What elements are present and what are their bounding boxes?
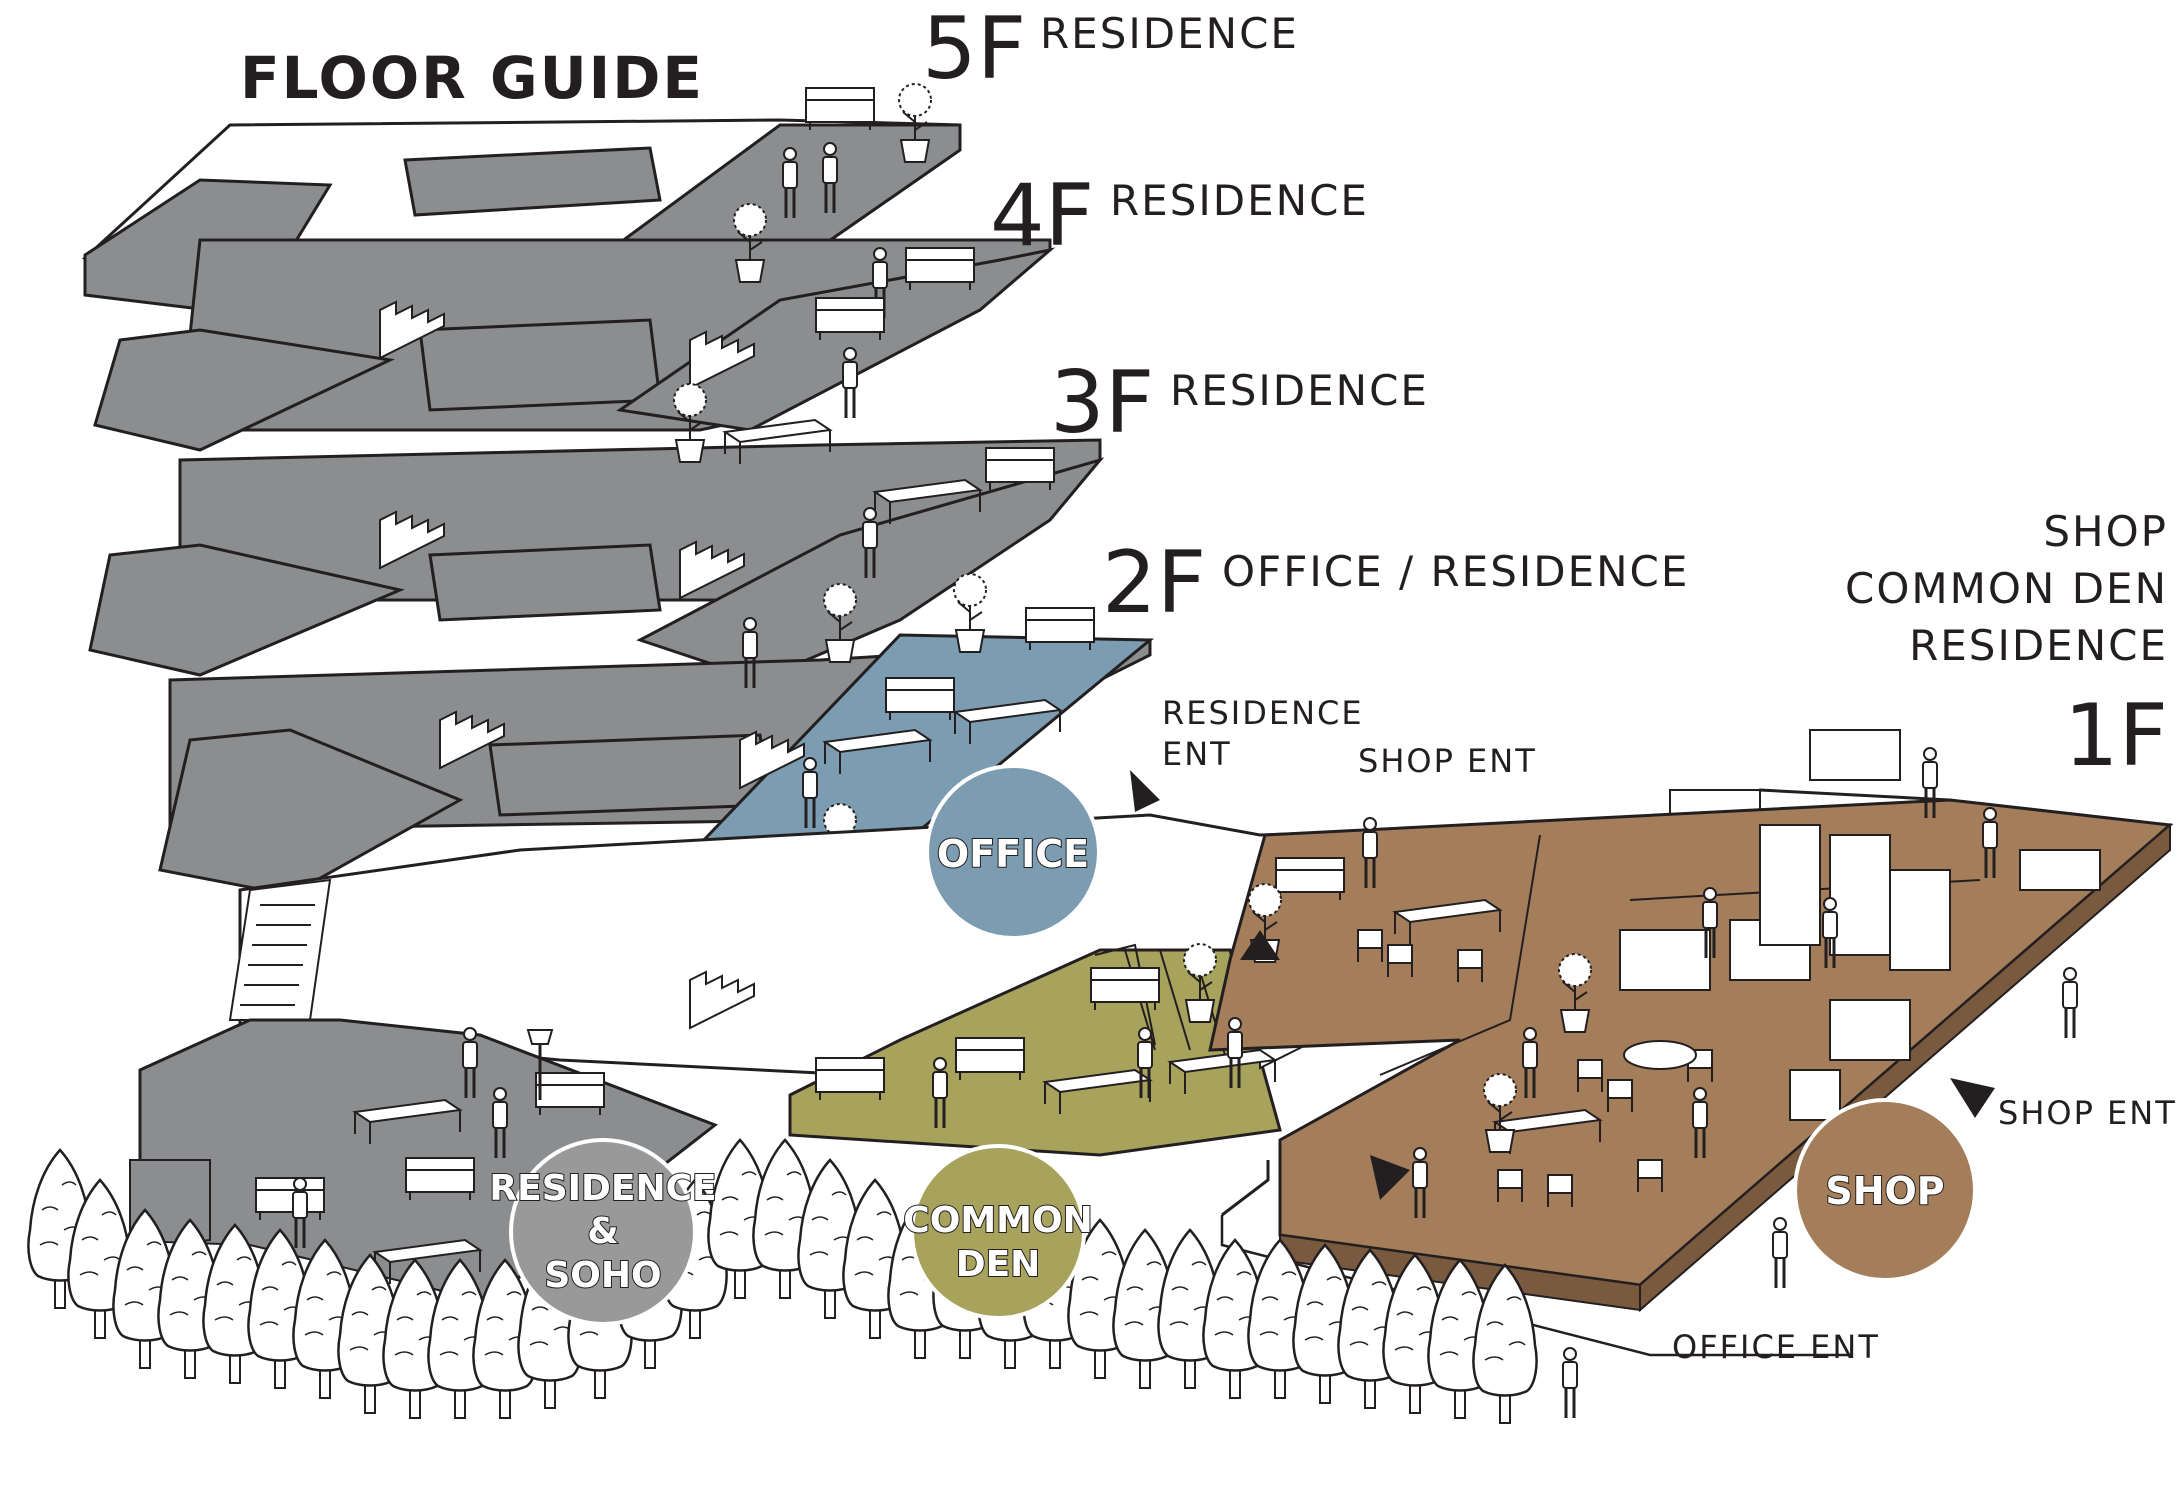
- floor-4f-label: RESIDENCE: [1110, 176, 1369, 225]
- shop-zone-marker[interactable]: SHOP: [1793, 1098, 1977, 1282]
- floor-5f-label: RESIDENCE: [1040, 9, 1299, 58]
- office-zone-marker[interactable]: OFFICE: [925, 764, 1101, 940]
- residence-ent-label-line2: ENT: [1162, 735, 1232, 773]
- floor-2f-label: OFFICE / RESIDENCE: [1222, 547, 1689, 596]
- floor-2f-number: 2F: [1102, 533, 1206, 633]
- floor-1f-number: 1F: [2064, 686, 2168, 786]
- floor-4f-number: 4F: [990, 166, 1094, 266]
- residence-soho-zone-marker[interactable]: RESIDENCE & SOHO: [488, 1138, 718, 1326]
- shop-ent-right-label: SHOP ENT: [1998, 1094, 2177, 1132]
- page-title: FLOOR GUIDE: [240, 44, 704, 112]
- shop-ent-top-label: SHOP ENT: [1358, 742, 1537, 780]
- floor-5f-number: 5F: [922, 0, 1026, 99]
- floor-4f-plate: [93, 238, 1056, 452]
- residence-soho-zone-label-line2: &: [587, 1211, 618, 1252]
- shop-zone-label: SHOP: [1825, 1169, 1944, 1213]
- residence-soho-zone-label-line3: SOHO: [544, 1255, 661, 1296]
- common-den-zone-marker[interactable]: COMMON DEN: [902, 1144, 1094, 1320]
- office-ent-label: OFFICE ENT: [1672, 1328, 1880, 1366]
- floor-1f-label-common-den: COMMON DEN: [1845, 564, 2168, 613]
- floor-1f-label-shop: SHOP: [2043, 507, 2168, 556]
- floor-3f-number: 3F: [1050, 353, 1154, 453]
- residence-ent-label-line1: RESIDENCE: [1162, 694, 1364, 732]
- common-den-zone-label-line2: DEN: [956, 1244, 1041, 1285]
- floor-1f-label-residence: RESIDENCE: [1909, 621, 2168, 670]
- residence-soho-zone-label-line1: RESIDENCE: [489, 1168, 716, 1209]
- common-den-zone-label-line1: COMMON: [903, 1200, 1092, 1241]
- office-zone-label: OFFICE: [937, 832, 1089, 876]
- floor-3f-label: RESIDENCE: [1170, 366, 1429, 415]
